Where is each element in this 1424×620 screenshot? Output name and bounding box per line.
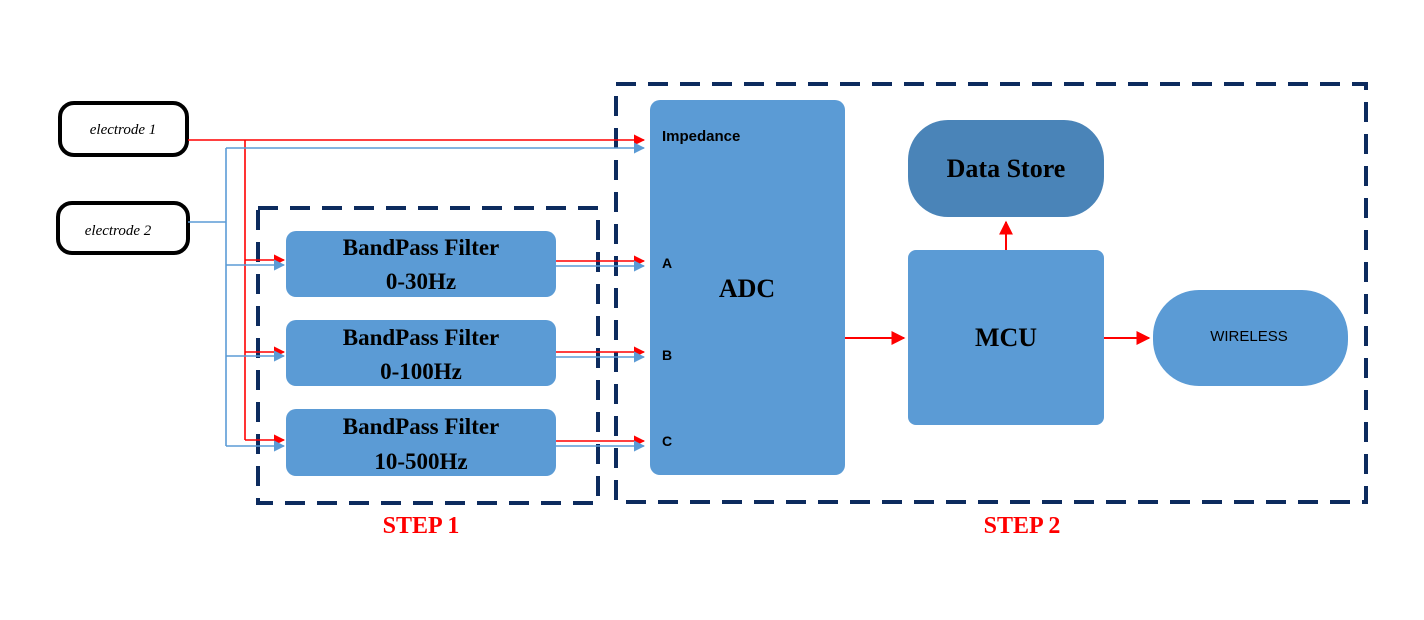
step2-group-border [614, 82, 1368, 504]
filter-3-block [286, 409, 556, 476]
adc-label: ADC [719, 274, 775, 303]
adc-input-c-label: C [662, 433, 672, 449]
filter-1-range: 0-30Hz [386, 269, 456, 294]
wireless-label: WIRELESS [1210, 328, 1288, 345]
data-store-label: Data Store [947, 154, 1066, 183]
filter-2-block [286, 320, 556, 386]
electrode-2-label: electrode 2 [85, 223, 152, 239]
wireless-block [1153, 290, 1348, 386]
filter-2-range: 0-100Hz [380, 359, 462, 384]
step-1-label: STEP 1 [383, 513, 460, 539]
adc-input-a-label: A [662, 255, 672, 271]
filter-3-range: 10-500Hz [374, 449, 467, 474]
mcu-block [908, 250, 1104, 425]
adc-input-b-label: B [662, 347, 672, 363]
electrode-1-box [58, 101, 189, 157]
filter-1-title: BandPass Filter [343, 235, 500, 260]
mcu-label: MCU [975, 323, 1037, 352]
filter-2-title: BandPass Filter [343, 325, 500, 350]
filter-1-block [286, 231, 556, 297]
electrode-1-label: electrode 1 [90, 122, 157, 138]
filter-3-title: BandPass Filter [343, 414, 500, 439]
adc-impedance-label: Impedance [662, 128, 740, 145]
electrode-2-box [56, 201, 190, 255]
adc-block [650, 100, 845, 475]
data-store-block [908, 120, 1104, 217]
step-2-label: STEP 2 [984, 513, 1061, 539]
